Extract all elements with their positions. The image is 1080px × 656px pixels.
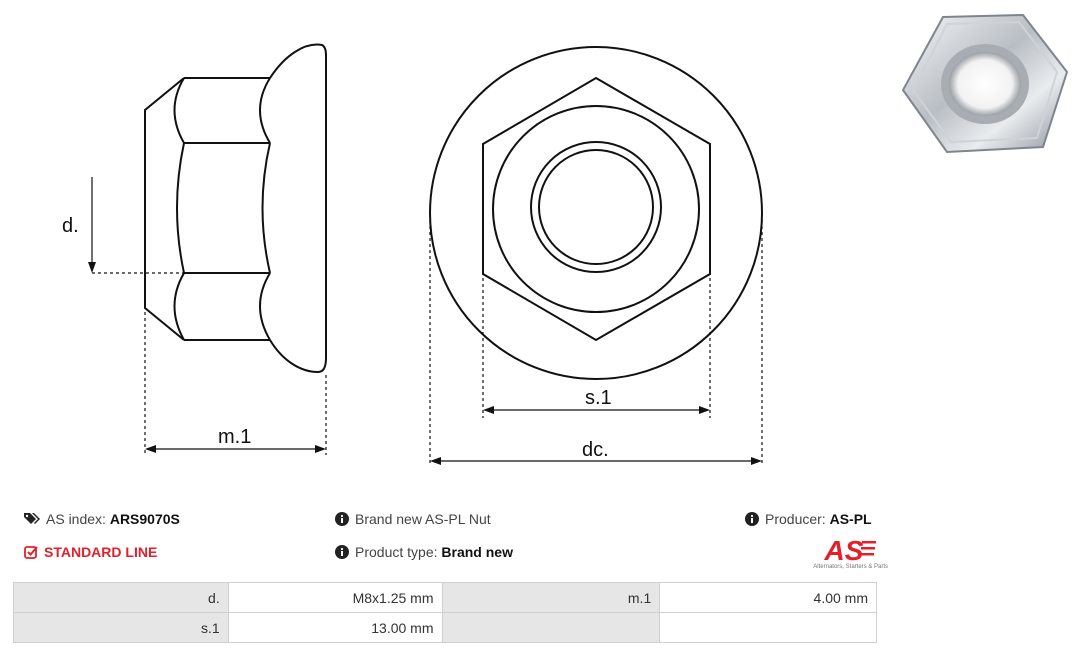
- spec-value: 13.00 mm: [227, 612, 443, 643]
- spec-label: [441, 612, 661, 643]
- table-row: s.1 13.00 mm: [13, 612, 877, 643]
- spec-label: s.1: [13, 612, 229, 643]
- technical-drawing: d. m.1 s.1 dc.: [62, 43, 763, 466]
- check-square-icon: [24, 546, 38, 559]
- as-index-label: AS index:: [46, 511, 106, 527]
- spec-value: 4.00 mm: [659, 582, 877, 613]
- dim-label-dc: dc.: [582, 439, 609, 461]
- tags-icon: [24, 513, 40, 524]
- dim-label-d: d.: [62, 215, 79, 237]
- svg-text:AS: AS: [824, 535, 864, 565]
- product-photo: [901, 13, 1069, 154]
- producer-value: AS-PL: [829, 511, 872, 527]
- producer-label: Producer:: [765, 511, 826, 527]
- spec-label: m.1: [441, 582, 661, 613]
- spec-value: [659, 612, 877, 643]
- spec-table: d. M8x1.25 mm m.1 4.00 mm s.1 13.00 mm: [13, 582, 877, 643]
- description-text: Brand new AS-PL Nut: [355, 511, 491, 527]
- product-type-value: Brand new: [441, 544, 513, 560]
- info-circle-icon: [335, 545, 349, 559]
- info-circle-icon: [745, 512, 759, 526]
- dim-label-s1: s.1: [585, 387, 612, 409]
- standard-line-label: STANDARD LINE: [44, 544, 158, 560]
- standard-line-badge: STANDARD LINE: [24, 544, 157, 560]
- product-type: Product type: Brand new: [335, 544, 513, 560]
- as-index: AS index: ARS9070S: [24, 511, 180, 527]
- spec-value: M8x1.25 mm: [227, 582, 443, 613]
- table-row: d. M8x1.25 mm m.1 4.00 mm: [13, 582, 877, 613]
- info-circle-icon: [335, 512, 349, 526]
- producer: Producer: AS-PL: [745, 511, 872, 527]
- description: Brand new AS-PL Nut: [335, 511, 491, 527]
- spec-label: d.: [13, 582, 229, 613]
- dim-label-m1: m.1: [218, 426, 251, 448]
- as-pl-logo: AS Alternators, Starters & Parts: [788, 535, 888, 571]
- as-index-value: ARS9070S: [109, 511, 180, 527]
- logo-tagline: Alternators, Starters & Parts: [813, 564, 888, 570]
- product-type-label: Product type:: [355, 544, 438, 560]
